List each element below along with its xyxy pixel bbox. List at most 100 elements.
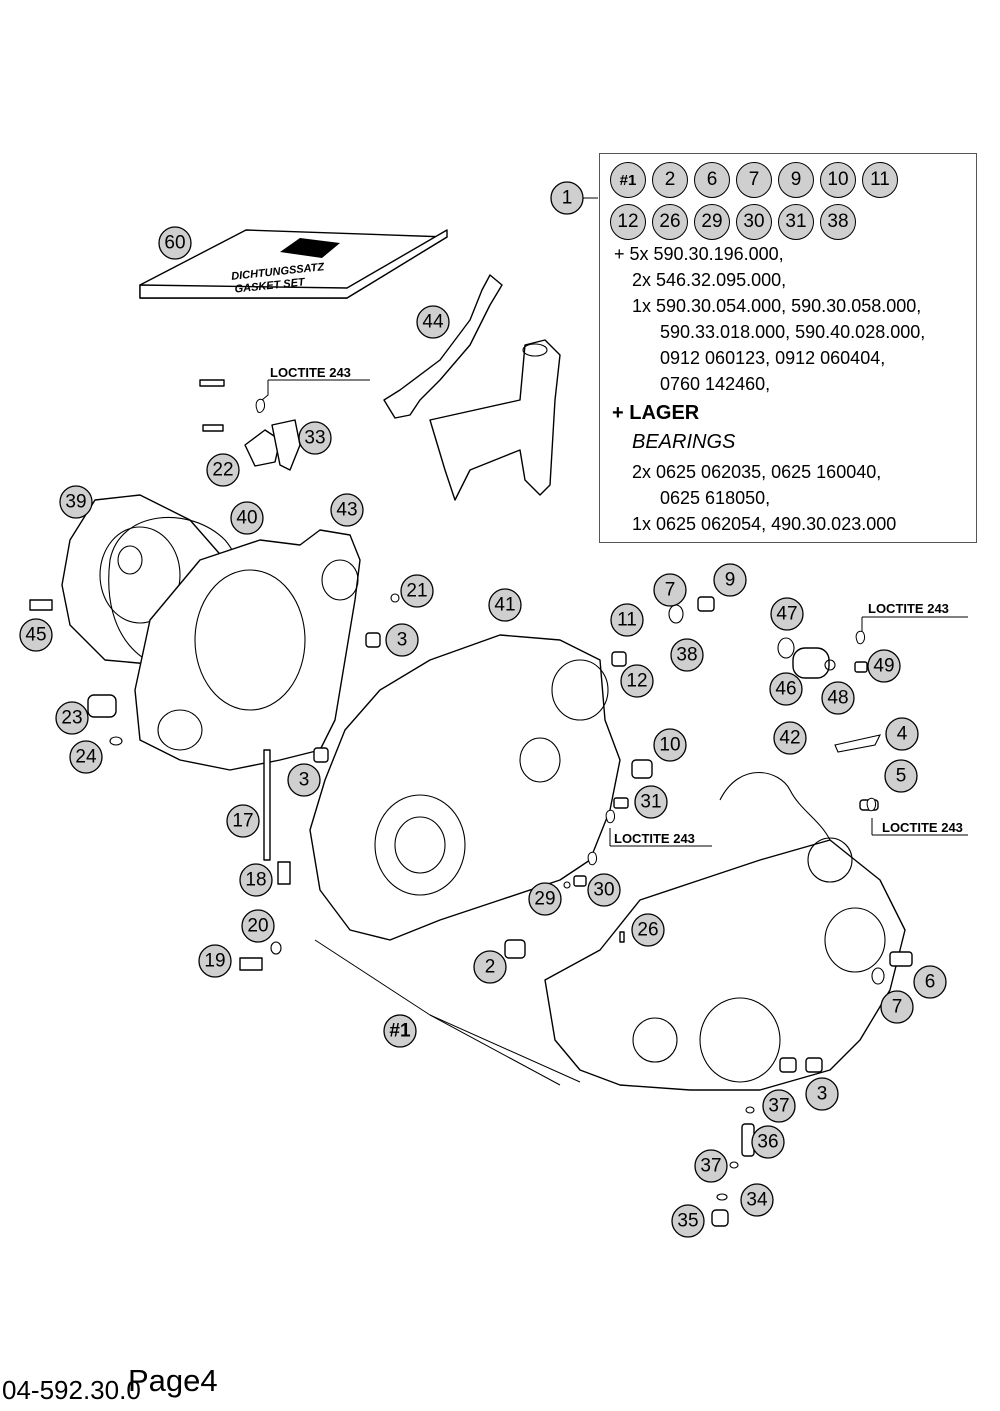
- svg-text:35: 35: [677, 1211, 698, 1232]
- callout-46: 46: [769, 672, 803, 706]
- callout-37a: 37: [762, 1089, 796, 1123]
- right-crankcase-part: [544, 772, 906, 1091]
- kit-part-number: 31: [778, 204, 814, 240]
- svg-text:24: 24: [75, 747, 97, 768]
- callout-7a: 7: [653, 573, 687, 607]
- svg-text:43: 43: [336, 500, 357, 521]
- bracket-part: [383, 274, 561, 501]
- kit-line-6: 0760 142460,: [660, 374, 771, 394]
- svg-text:41: 41: [494, 595, 515, 616]
- svg-text:20: 20: [247, 916, 268, 937]
- svg-text:21: 21: [406, 581, 427, 602]
- callout-45: 45: [19, 618, 53, 652]
- loctite-drops: [255, 398, 876, 866]
- kit-part-number: 2: [652, 162, 688, 198]
- svg-text:3: 3: [817, 1084, 828, 1105]
- callout-24: 24: [69, 740, 103, 774]
- page-label: Page4: [128, 1363, 218, 1398]
- kit-line-4: 590.33.018.000, 590.40.028.000,: [660, 322, 926, 342]
- callout-29: 29: [528, 882, 562, 916]
- gasket-set-package: DICHTUNGSSATZ GASKET SET: [139, 229, 448, 299]
- callout-30: 30: [587, 873, 621, 907]
- svg-text:45: 45: [25, 625, 46, 646]
- svg-text:36: 36: [757, 1132, 778, 1153]
- loctite-label-3: LOCTITE 243: [882, 820, 963, 835]
- kit-part-number: 12: [610, 204, 646, 240]
- callout-10: 10: [653, 728, 687, 762]
- callout-12: 12: [620, 664, 654, 698]
- callout-11: 11: [610, 603, 644, 637]
- callout-39: 39: [59, 485, 93, 519]
- svg-text:30: 30: [593, 880, 614, 901]
- svg-text:18: 18: [245, 870, 266, 891]
- callout-42: 42: [773, 721, 807, 755]
- svg-text:42: 42: [779, 728, 800, 749]
- svg-text:60: 60: [164, 233, 185, 254]
- svg-text:31: 31: [640, 792, 661, 813]
- callout-49: 49: [867, 649, 901, 683]
- svg-text:4: 4: [897, 724, 908, 745]
- callout-36: 36: [751, 1125, 785, 1159]
- svg-text:37: 37: [700, 1156, 721, 1177]
- loctite-drop-icon: [255, 398, 265, 413]
- kit-part-number: 38: [820, 204, 856, 240]
- kit-part-number: 6: [694, 162, 730, 198]
- callout-18: 18: [239, 863, 273, 897]
- ktm-logo-icon: [280, 238, 340, 258]
- callout-20: 20: [241, 909, 275, 943]
- callout-3b: 3: [287, 763, 321, 797]
- svg-text:26: 26: [637, 920, 658, 941]
- callout-7b: 7: [880, 990, 914, 1024]
- callout-17: 17: [226, 804, 260, 838]
- svg-text:47: 47: [776, 604, 797, 625]
- svg-text:22: 22: [212, 460, 233, 481]
- callout-26: 26: [631, 913, 665, 947]
- svg-text:10: 10: [659, 735, 680, 756]
- kit-line-3: 1x 590.30.054.000, 590.30.058.000,: [632, 296, 922, 316]
- svg-text:#1: #1: [389, 1021, 411, 1042]
- kit-line-5: 0912 060123, 0912 060404,: [660, 348, 886, 368]
- bearing-subheading: BEARINGS: [632, 431, 736, 453]
- svg-text:5: 5: [896, 766, 907, 787]
- callout-21: 21: [400, 574, 434, 608]
- callout-44: 44: [416, 305, 450, 339]
- svg-text:46: 46: [775, 679, 796, 700]
- kit-part-number: #1: [610, 162, 646, 198]
- leader-lines: [261, 197, 968, 1086]
- callout-23: 23: [55, 701, 89, 735]
- bearing-line-2: 0625 618050,: [660, 488, 771, 508]
- svg-text:33: 33: [304, 428, 325, 449]
- svg-text:2: 2: [485, 957, 496, 978]
- kit-part-number: 30: [736, 204, 772, 240]
- callout-33: 33: [298, 421, 332, 455]
- svg-text:38: 38: [676, 645, 697, 666]
- kit-part-number: 10: [820, 162, 856, 198]
- callout-34: 34: [740, 1183, 774, 1217]
- kit-part-number: 9: [778, 162, 814, 198]
- callout-22: 22: [206, 453, 240, 487]
- drawing-code: 04-592.30.0: [2, 1375, 141, 1405]
- kit-part-number: 7: [736, 162, 772, 198]
- kit-line-1: + 5x 590.30.196.000,: [614, 244, 784, 264]
- callout-3a: 3: [385, 623, 419, 657]
- small-parts: [29, 379, 913, 1227]
- svg-text:49: 49: [873, 656, 894, 677]
- callout-9: 9: [713, 563, 747, 597]
- svg-text:3: 3: [397, 630, 408, 651]
- callout-1: 1: [550, 181, 584, 215]
- svg-text:3: 3: [299, 770, 310, 791]
- kit-line-2: 2x 546.32.095.000,: [632, 270, 787, 290]
- svg-text:9: 9: [725, 570, 736, 591]
- svg-text:6: 6: [925, 972, 936, 993]
- callout-37b: 37: [694, 1149, 728, 1183]
- callout-31: 31: [634, 785, 668, 819]
- svg-text:48: 48: [827, 688, 848, 709]
- svg-text:40: 40: [236, 508, 257, 529]
- svg-text:11: 11: [617, 610, 637, 631]
- callout-40: 40: [230, 501, 264, 535]
- loctite-drop-icon: [855, 630, 865, 645]
- callout-3c: 3: [805, 1077, 839, 1111]
